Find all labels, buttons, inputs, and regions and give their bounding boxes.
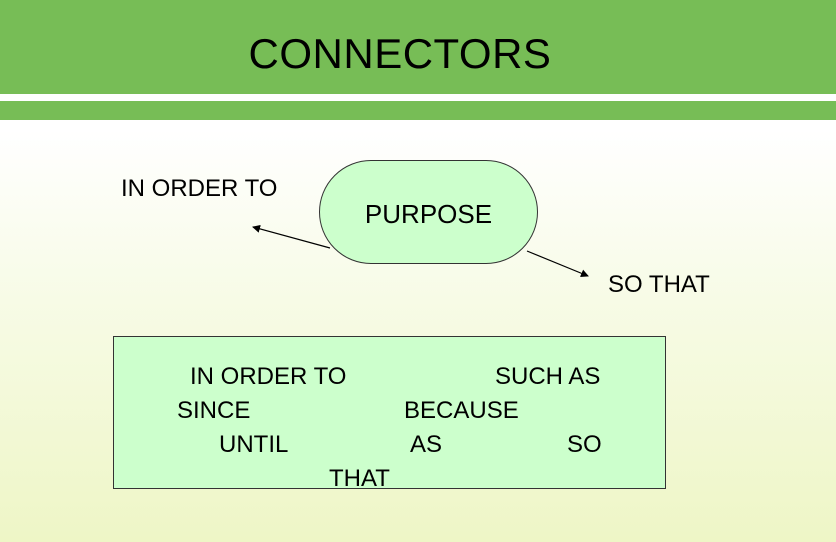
connector-list-box: IN ORDER TO SUCH AS SINCE BECAUSE UNTIL … bbox=[113, 336, 666, 492]
connector-item: IN ORDER TO bbox=[190, 363, 347, 390]
connector-item: UNTIL bbox=[219, 431, 289, 458]
header-band bbox=[0, 0, 836, 94]
branch-label-so-that: SO THAT bbox=[608, 271, 710, 298]
purpose-node-label: PURPOSE bbox=[364, 199, 493, 229]
arrow-to-in-order-to bbox=[252, 224, 331, 249]
purpose-node: PURPOSE bbox=[319, 160, 538, 264]
connector-item: BECAUSE bbox=[404, 397, 519, 424]
connector-item: THAT bbox=[329, 465, 390, 492]
arrow-to-so-that bbox=[526, 250, 589, 278]
header-stripe bbox=[0, 101, 836, 120]
slide-title: CONNECTORS bbox=[248, 30, 552, 77]
connector-item: SUCH AS bbox=[495, 363, 601, 390]
connector-item: SINCE bbox=[177, 397, 251, 424]
connector-item: SO bbox=[567, 431, 602, 458]
branch-label-in-order-to: IN ORDER TO bbox=[121, 175, 278, 202]
connector-item: AS bbox=[410, 431, 443, 458]
